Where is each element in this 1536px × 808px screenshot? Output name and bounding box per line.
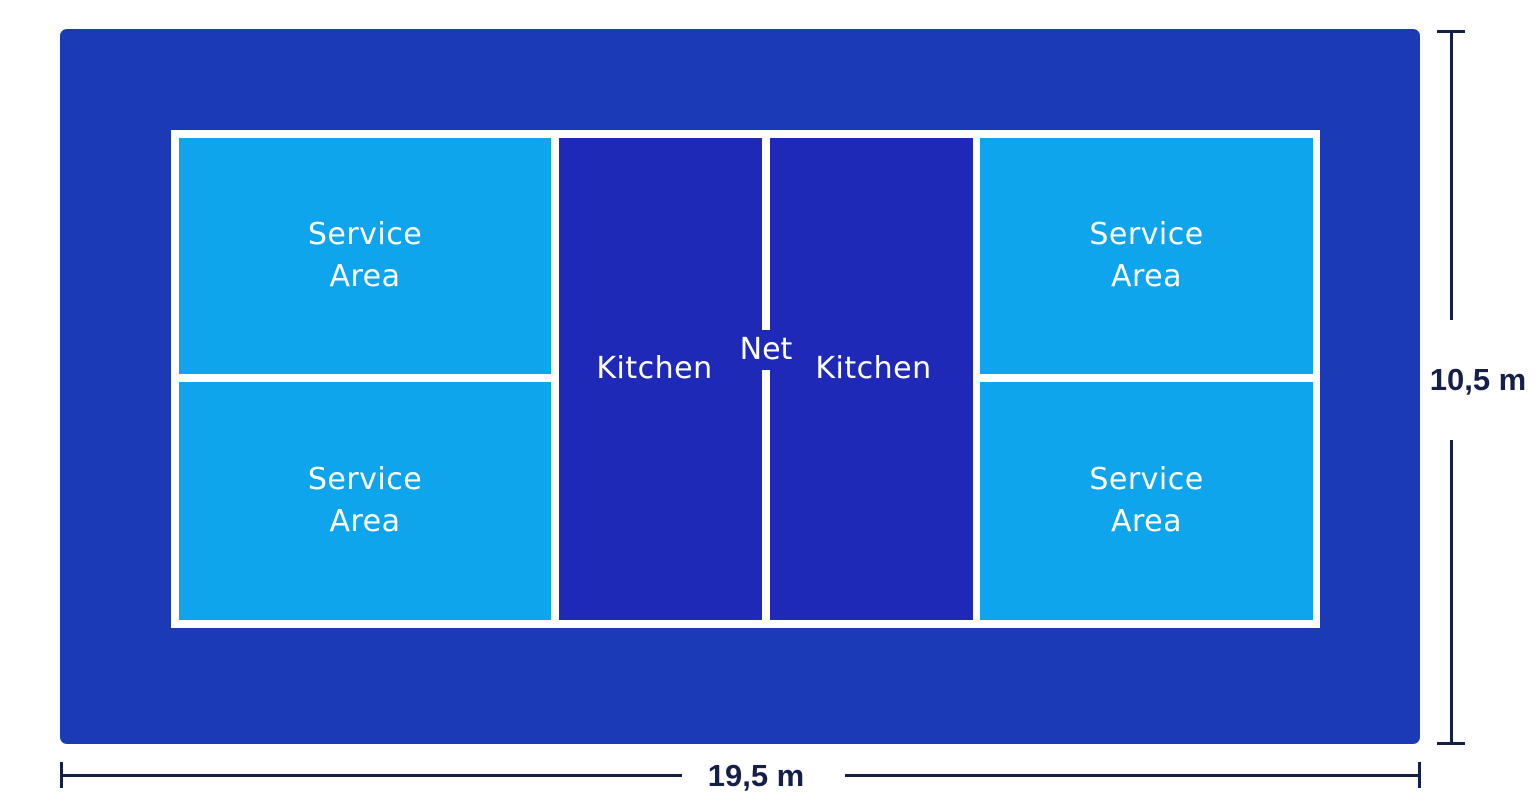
- kitchen-label: Kitchen: [815, 351, 932, 386]
- service-area-label: Service Area: [1089, 462, 1204, 539]
- service-area-label: Service Area: [307, 462, 423, 539]
- service-area-left-top: Service Area: [179, 138, 551, 374]
- service-area-right-top: Service Area: [980, 138, 1313, 374]
- net-line: [762, 138, 770, 620]
- width-dimension-tick-right: [1418, 762, 1421, 788]
- height-dimension-line-top: [1450, 30, 1453, 320]
- service-area-label: Service Area: [1089, 217, 1204, 294]
- net-label: Net: [726, 330, 806, 370]
- width-dimension-label: 19,5 m: [707, 758, 805, 793]
- kitchen-left: Kitchen: [559, 138, 762, 620]
- width-dimension-line-right: [845, 774, 1420, 777]
- service-area-left-bottom: Service Area: [179, 382, 551, 620]
- height-dimension-line-bottom: [1450, 440, 1453, 744]
- height-dimension-tick-bottom: [1437, 742, 1465, 745]
- service-area-label: Service Area: [307, 217, 423, 294]
- kitchen-label: Kitchen: [596, 351, 713, 386]
- width-dimension-line-left: [60, 774, 682, 777]
- height-dimension-label: 10,5 m: [1429, 362, 1527, 397]
- kitchen-right: Kitchen: [770, 138, 973, 620]
- service-area-right-bottom: Service Area: [980, 382, 1313, 620]
